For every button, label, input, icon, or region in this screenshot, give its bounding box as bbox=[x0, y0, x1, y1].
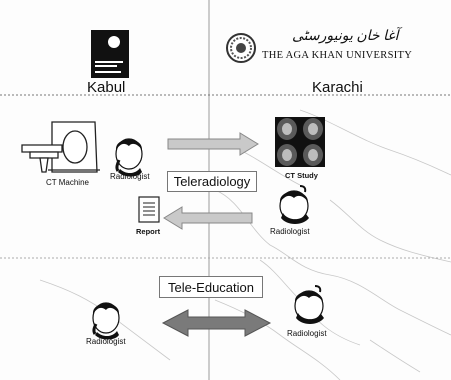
kabul-institution-logo bbox=[91, 30, 129, 78]
teleradiology-title-box: Teleradiology bbox=[167, 171, 257, 192]
karachi-radiologist-label-top: Radiologist bbox=[270, 227, 310, 236]
ct-study-label: CT Study bbox=[285, 171, 318, 180]
kabul-radiologist-label-bottom: Radiologist bbox=[86, 337, 126, 346]
teleradiology-title: Teleradiology bbox=[173, 174, 251, 189]
aku-english-name: THE AGA KHAN UNIVERSITY bbox=[262, 50, 413, 61]
karachi-radiologist-icon-bottom bbox=[294, 285, 324, 324]
ct-machine-icon bbox=[21, 121, 100, 173]
tele-education-title: Tele-Education bbox=[168, 279, 254, 295]
aku-seal-logo bbox=[226, 33, 256, 63]
ct-study-images bbox=[275, 117, 325, 167]
ct-study-transfer-arrow bbox=[167, 132, 259, 156]
kabul-label: Kabul bbox=[87, 79, 126, 96]
tele-education-arrow bbox=[161, 309, 272, 337]
kabul-radiologist-icon-bottom bbox=[92, 302, 120, 340]
tele-education-title-box: Tele-Education bbox=[159, 276, 263, 298]
karachi-radiologist-label-bottom: Radiologist bbox=[287, 329, 327, 338]
karachi-label: Karachi bbox=[312, 79, 363, 96]
report-label: Report bbox=[136, 227, 161, 236]
kabul-radiologist-label-top: Radiologist bbox=[110, 172, 150, 181]
report-icon bbox=[138, 196, 160, 223]
kabul-radiologist-icon-top bbox=[115, 138, 143, 177]
ct-machine-label: CT Machine bbox=[46, 178, 89, 187]
report-return-arrow bbox=[163, 206, 253, 230]
aku-urdu-name: آغا خان یونیورسٹی bbox=[292, 29, 399, 44]
karachi-radiologist-icon-top bbox=[279, 185, 309, 224]
